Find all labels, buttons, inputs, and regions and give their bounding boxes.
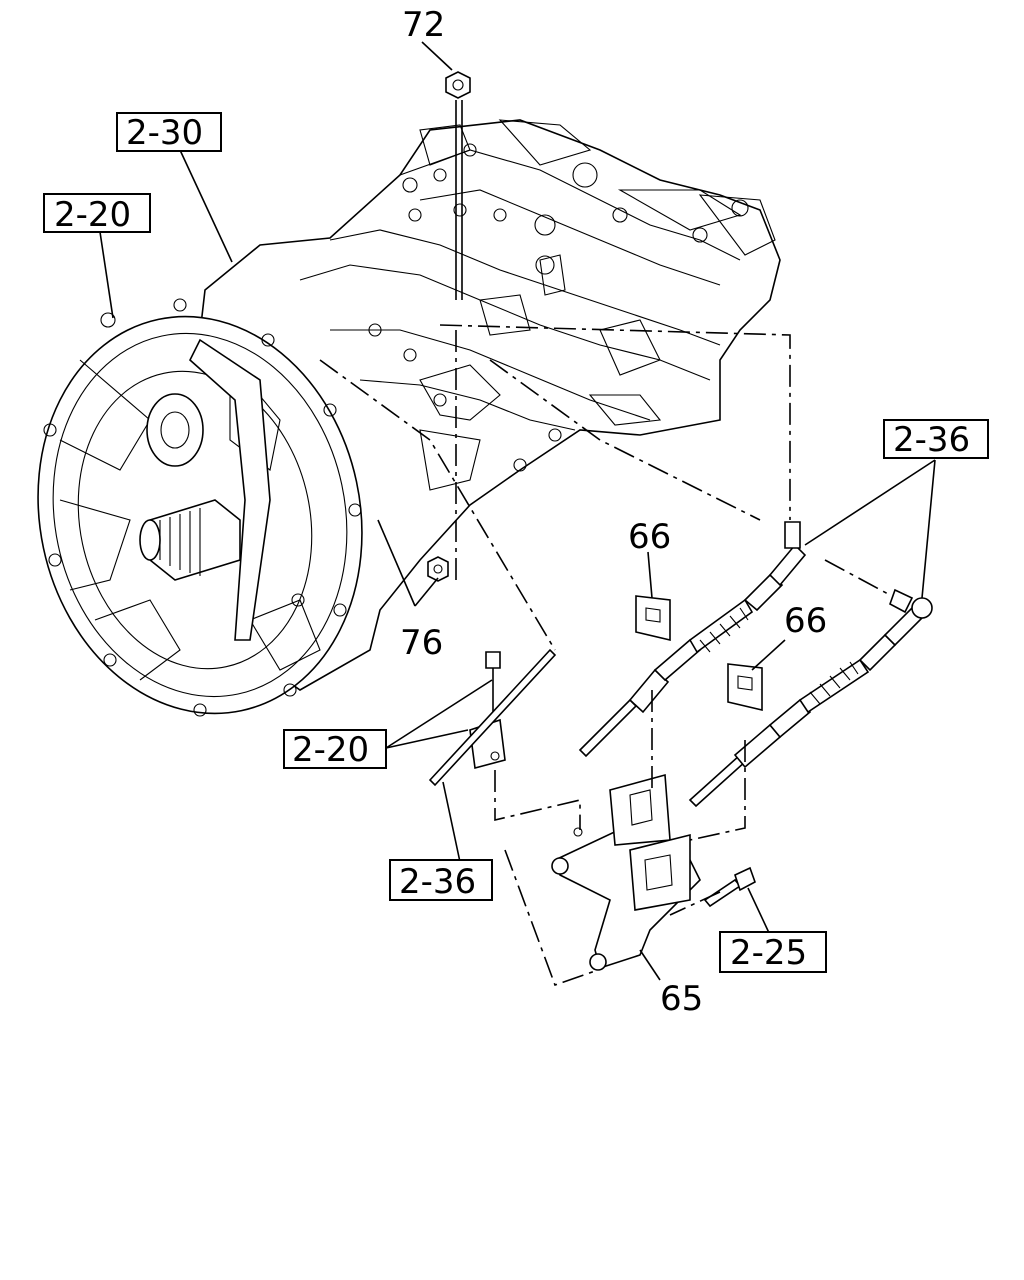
callout-2-36-right-text: 2-36 (893, 420, 970, 460)
callout-76: 76 (400, 623, 443, 663)
nut-76 (427, 556, 449, 582)
nut-72 (445, 71, 471, 99)
leader-lines (99, 41, 936, 981)
callout-2-20-lower-text: 2-20 (292, 730, 369, 770)
callout-72: 72 (402, 5, 445, 45)
cable-clip-66-right (727, 663, 763, 712)
shift-cable-1 (578, 521, 807, 758)
rod (428, 648, 557, 787)
bracket-65 (551, 773, 701, 971)
callout-2-36-lower: 2-36 (389, 859, 493, 902)
callout-2-36-lower-text: 2-36 (399, 862, 476, 902)
assembly-lines (319, 324, 891, 987)
callout-2-25-text: 2-25 (730, 933, 807, 973)
callout-2-25: 2-25 (719, 931, 827, 973)
callout-66-left: 66 (628, 517, 671, 557)
callout-65: 65 (660, 979, 703, 1019)
callout-2-20-top-text: 2-20 (54, 195, 131, 235)
shift-cable-2 (688, 588, 933, 808)
callout-2-20-lower: 2-20 (283, 729, 387, 770)
callout-2-30: 2-30 (116, 112, 222, 153)
cable-clip-66-left (635, 595, 671, 642)
callout-2-36-right: 2-36 (883, 419, 989, 460)
callout-2-20-top: 2-20 (43, 193, 151, 235)
bolt-2-25 (703, 866, 756, 908)
callout-66-right: 66 (784, 601, 827, 641)
transmission-assembly (37, 119, 781, 717)
callout-2-30-text: 2-30 (126, 113, 203, 153)
